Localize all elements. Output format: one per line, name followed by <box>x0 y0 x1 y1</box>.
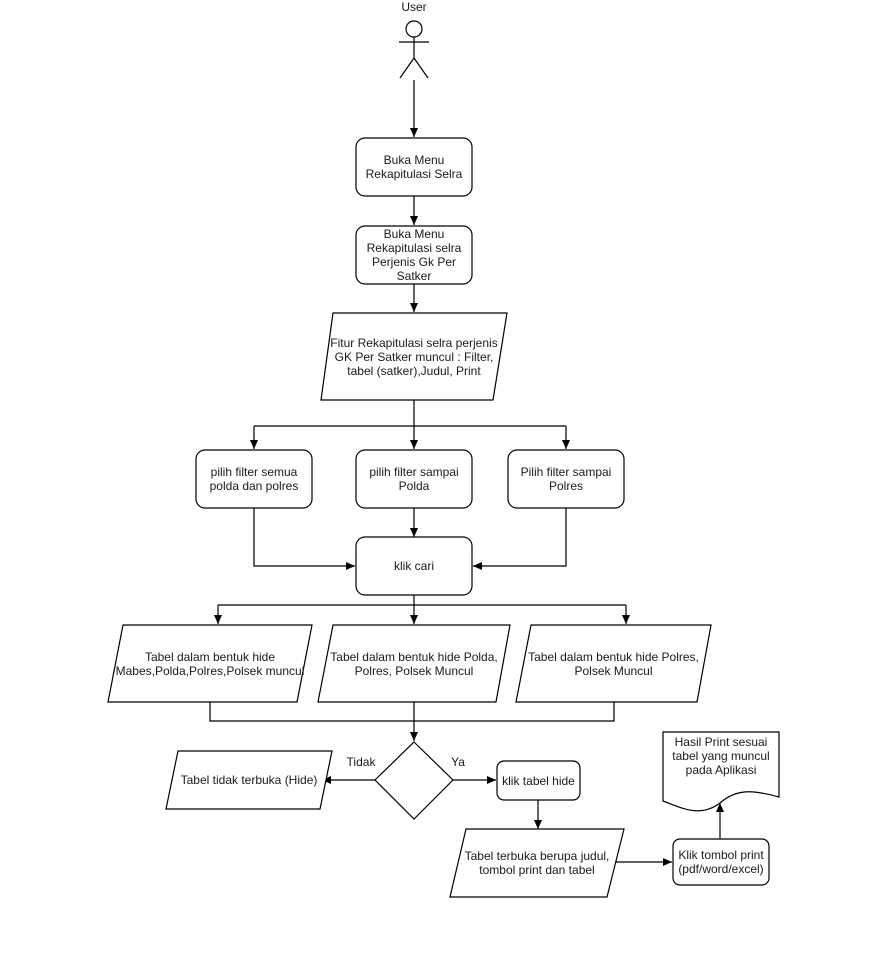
io-tabel-tidak-terbuka <box>165 750 333 810</box>
edge-cari-split <box>218 595 626 606</box>
edge-tables-merge <box>209 702 615 722</box>
box-buka-menu <box>355 137 473 197</box>
edge-label-yes: Ya <box>451 755 465 769</box>
label-klik-tombol-print: Klik tombol print (pdf/word/excel) <box>678 848 764 876</box>
label-filter-polda: pilih filter sampai Polda <box>369 465 459 493</box>
box-filter-polda <box>355 449 473 509</box>
user-actor-icon <box>399 20 429 79</box>
label-tabel-tidak-terbuka: Tabel tidak terbuka (Hide) <box>180 773 318 787</box>
io-tabel-polda <box>317 624 511 703</box>
label-tabel-polda: Tabel dalam bentuk hide Polda, Polres, P… <box>330 649 498 678</box>
decision-diamond <box>374 741 454 820</box>
io-tabel-mabes <box>107 624 313 703</box>
label-klik-tabel-hide: klik tabel hide <box>502 773 575 788</box>
flow-edges <box>209 80 724 866</box>
edge-label-no: Tidak <box>346 755 376 769</box>
box-filter-polres <box>507 449 625 509</box>
edge-fitur-split <box>254 400 566 427</box>
io-fitur <box>320 312 508 401</box>
label-filter-polres: Pilih filter sampai Polres <box>520 465 612 493</box>
actor-label: User <box>401 0 427 14</box>
io-tabel-polres <box>515 624 712 703</box>
label-tabel-terbuka: Tabel terbuka berupa judul, tombol print… <box>464 849 610 877</box>
edge-filter-polres-to-cari <box>473 508 567 570</box>
label-tabel-polres: Tabel dalam bentuk hide Polres, Polsek M… <box>528 649 699 678</box>
label-buka-menu: Buka Menu Rekapitulasi Selra <box>365 153 463 181</box>
io-tabel-terbuka <box>449 828 625 898</box>
label-klik-cari: klik cari <box>393 559 434 573</box>
label-tabel-mabes: Tabel dalam bentuk hide Mabes,Polda,Polr… <box>115 649 305 678</box>
flow-shapes <box>107 137 780 898</box>
label-buka-menu-perjenis: Buka Menu Rekapitulasi selra Perjenis Gk… <box>366 227 462 283</box>
label-fitur: Fitur Rekapitulasi selra perjenis GK Per… <box>330 335 498 378</box>
box-buka-menu-perjenis <box>355 225 473 285</box>
box-klik-tombol-print <box>672 838 770 886</box>
label-filter-semua: pilih filter semua polda dan polres <box>209 465 299 493</box>
box-filter-semua <box>195 449 313 509</box>
box-klik-cari <box>355 536 473 596</box>
edge-filter-semua-to-cari <box>253 508 355 570</box>
box-klik-tabel-hide <box>496 760 581 801</box>
label-hasil-print: Hasil Print sesuai tabel yang muncul pad… <box>672 735 770 777</box>
document-hasil-print <box>662 731 780 812</box>
